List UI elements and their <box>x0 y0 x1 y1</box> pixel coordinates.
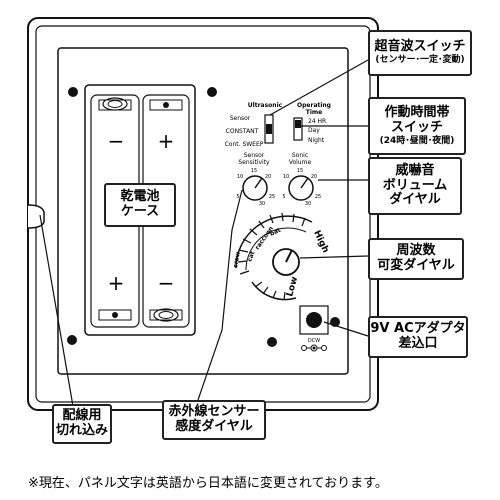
callout-battery-case: 乾電池 ケース <box>104 183 176 227</box>
callout-ultrasonic-title: 超音波スイッチ <box>374 39 466 55</box>
screw-bottom-middle <box>267 337 277 347</box>
sv-tick-10: 10 <box>283 174 289 180</box>
frequency-arc-low-hatch <box>254 281 286 301</box>
ss-tick-30: 30 <box>259 201 265 207</box>
callout-ultrasonic-sub: (センサー･一定･変動) <box>375 55 465 66</box>
callout-ac-adapter: 9V ACアダプタ 差込口 <box>368 316 468 358</box>
screw-bottom-left <box>67 335 77 345</box>
callout-ir-line1: 赤外線センサー <box>168 404 260 420</box>
leader-ir <box>197 189 243 401</box>
callout-frequency-line1: 周波数 <box>396 243 436 259</box>
callout-ac-line1: 9V ACアダプタ <box>370 321 466 337</box>
callout-ir-line2: 感度ダイヤル <box>175 419 253 434</box>
callout-ir-sensor-dial: 赤外線センサー 感度ダイヤル <box>162 400 266 440</box>
sensor-sensitivity-ticks: 15 10 20 5 25 30 <box>236 168 275 207</box>
sonic-volume-pointer <box>300 177 309 189</box>
callout-volume-line1: 威嚇音 <box>395 162 435 178</box>
sonic-volume-label-2: Volume <box>289 159 312 166</box>
battery-polarity-br: − <box>158 271 175 295</box>
arc-word-cat: cat <box>246 250 256 262</box>
leader-ac <box>323 321 369 337</box>
callout-operating-sub: (24時･昼間･夜間) <box>379 135 455 146</box>
sv-tick-25: 25 <box>315 194 321 200</box>
arc-word-crow: crow <box>232 251 242 269</box>
callout-operating-line2: スイッチ <box>390 119 443 135</box>
battery-terminal-top <box>149 99 183 111</box>
dcw-label: DCW <box>308 338 320 344</box>
operating-switch-knob <box>295 120 301 128</box>
operating-label-day: Day <box>308 127 320 134</box>
ultrasonic-label-constant: CONSTANT <box>226 128 259 135</box>
frequency-pointer <box>285 249 293 263</box>
battery-spring-bottom <box>149 308 183 322</box>
callout-battery-line2: ケース <box>120 204 160 219</box>
wiring-notch <box>27 204 45 229</box>
ac-adapter-jack[interactable] <box>306 312 322 328</box>
footnote: ※現在、パネル文字は英語から日本語に変更されております。 <box>28 476 388 491</box>
sonic-volume-ticks: 15 10 20 5 25 30 <box>282 168 321 207</box>
callout-volume-line3: ダイヤル <box>389 192 441 208</box>
ss-tick-25: 25 <box>269 194 275 200</box>
callout-operating-line1: 作動時間帯 <box>384 104 450 120</box>
battery-polarity-tl: − <box>108 129 125 153</box>
leader-notch <box>39 214 75 413</box>
operating-header-2: Time <box>306 109 322 116</box>
sv-tick-5: 5 <box>282 194 285 200</box>
leader-frequency <box>299 255 369 259</box>
ultrasonic-switch-knob <box>266 124 272 134</box>
sv-tick-30: 30 <box>305 201 311 207</box>
battery-spring-top <box>98 97 132 111</box>
sensor-sensitivity-label-2: Sensitivity <box>238 159 270 166</box>
sensor-sensitivity-pointer <box>254 177 263 189</box>
callout-ultrasonic-switch: 超音波スイッチ (センサー･一定･変動) <box>368 30 472 76</box>
callout-notch-line2: 切れ込み <box>55 423 108 438</box>
ultrasonic-header: Ultrasonic <box>248 102 283 109</box>
leader-lines <box>39 59 369 413</box>
ultrasonic-label-sweep: Cont. SWEEP <box>225 141 264 148</box>
operating-label-24hr: 24 HR <box>308 118 326 125</box>
callout-threat-volume: 威嚇音 ボリューム ダイヤル <box>368 157 462 215</box>
frequency-arc-hatch <box>237 212 306 275</box>
battery-polarity-tr: + <box>158 129 175 153</box>
frequency-arc-inner <box>245 227 307 271</box>
frequency-arc-low <box>251 281 297 301</box>
callout-frequency-line2: 可変ダイヤル <box>377 258 455 273</box>
sonic-volume-label: Sonic <box>292 152 308 159</box>
callout-battery-line1: 乾電池 <box>120 189 160 205</box>
screw-top-left <box>68 87 78 97</box>
ultrasonic-label-sensor: Sensor <box>230 115 251 122</box>
ss-tick-20: 20 <box>265 174 271 180</box>
callout-ac-line2: 差込口 <box>398 336 438 351</box>
operating-label-night: Night <box>308 137 325 144</box>
polarity-icon <box>301 344 327 352</box>
callout-wiring-notch: 配線用 切れ込み <box>52 404 112 444</box>
operating-switch[interactable] <box>293 117 303 141</box>
callout-frequency-dial: 周波数 可変ダイヤル <box>368 238 464 280</box>
screw-top-right <box>207 87 217 97</box>
callout-notch-line1: 配線用 <box>62 408 102 424</box>
arc-word-bat: bat <box>269 227 282 238</box>
battery-terminal-bottom <box>98 309 132 321</box>
callout-volume-line2: ボリューム <box>382 177 448 193</box>
operating-header: Operating <box>297 102 331 109</box>
sensor-sensitivity-label: Sensor <box>244 152 265 159</box>
ss-tick-10: 10 <box>237 174 243 180</box>
callout-operating-switch: 作動時間帯 スイッチ (24時･昼間･夜間) <box>368 97 466 155</box>
ss-tick-15: 15 <box>251 168 257 174</box>
ss-tick-5: 5 <box>236 194 239 200</box>
sv-tick-20: 20 <box>311 174 317 180</box>
leader-ultrasonic <box>269 59 369 116</box>
sv-tick-15: 15 <box>297 168 303 174</box>
battery-polarity-bl: + <box>108 271 125 295</box>
